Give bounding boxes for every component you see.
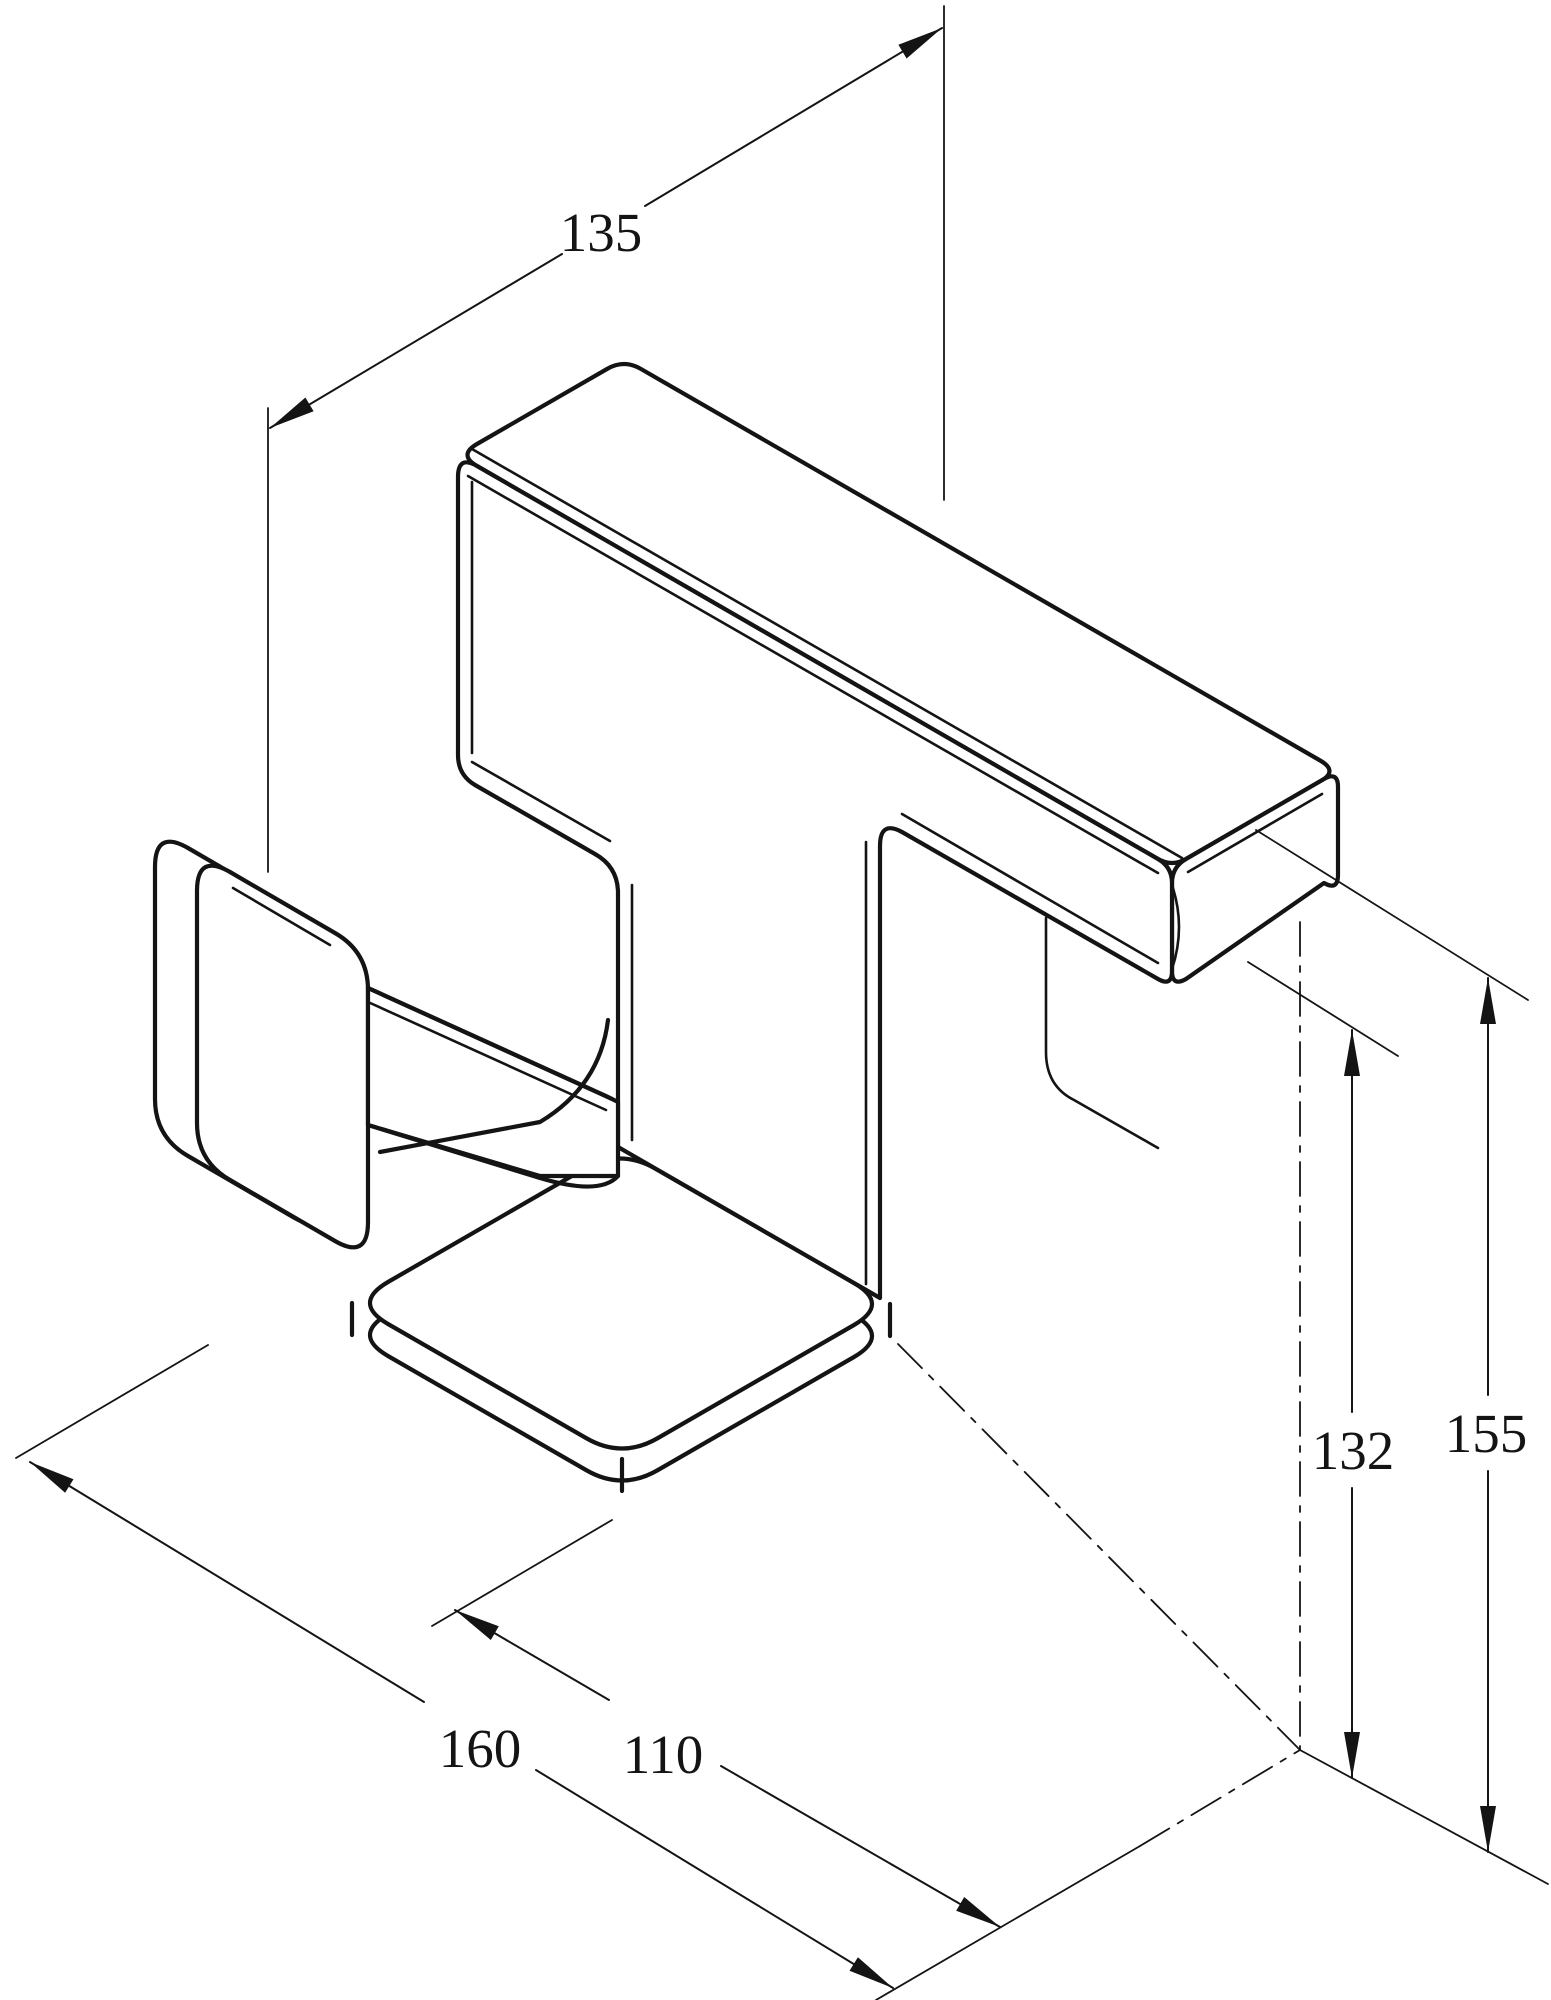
centerline-base-right [1139,1749,1301,1847]
dim-155-label: 155 [1445,1403,1528,1464]
faucet-body-front [455,460,1181,1301]
dim-160-label: 160 [439,1718,522,1779]
dimension-155: 155 [1445,977,1528,1853]
dimension-132: 132 [1312,1029,1395,1779]
centerlines [875,921,1549,2000]
dim-135-label: 135 [560,202,643,263]
centerline-diagonal [897,1343,1301,1751]
under-spout-edges [1044,916,1160,1150]
dimension-110: 110 [431,1519,1001,1928]
base-plate [349,1156,893,1494]
dimension-160: 160 [15,1344,894,1989]
dimension-135: 135 [267,5,945,873]
height-leader-lines [1247,829,1529,1057]
ext-line-left [15,1344,209,1459]
handle-stub [365,985,621,1189]
leader-spout-top [1255,829,1529,1001]
baseline-right [1299,1749,1549,1885]
handle-lever [152,839,371,1250]
dim-132-label: 132 [1312,1420,1395,1481]
baseline-left [875,1845,1141,2000]
leader-spout-bottom [1247,961,1399,1057]
dim-110-label: 110 [623,1724,703,1785]
ext-line-base-front [431,1519,613,1627]
